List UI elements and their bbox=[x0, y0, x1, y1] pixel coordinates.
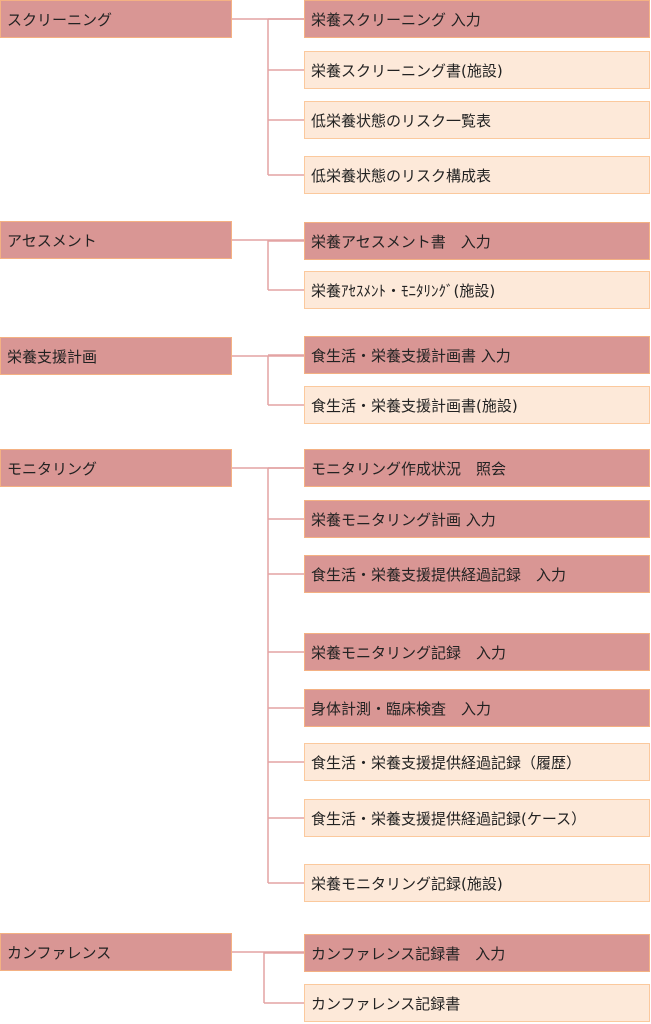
input-button-3-1[interactable]: 栄養モニタリング計画 入力 bbox=[304, 500, 650, 538]
report-button-2-1[interactable]: 食生活・栄養支援計画書(施設) bbox=[304, 386, 650, 424]
report-button-0-2[interactable]: 低栄養状態のリスク一覧表 bbox=[304, 101, 650, 139]
report-button-1-1[interactable]: 栄養ｱｾｽﾒﾝﾄ・ﾓﾆﾀﾘﾝｸﾞ(施設) bbox=[304, 271, 650, 309]
report-button-3-5[interactable]: 食生活・栄養支援提供経過記録（履歴） bbox=[304, 743, 650, 781]
report-button-4-1[interactable]: カンファレンス記録書 bbox=[304, 984, 650, 1022]
category-3: モニタリング bbox=[0, 449, 232, 487]
input-button-3-4[interactable]: 身体計測・臨床検査 入力 bbox=[304, 689, 650, 727]
category-1: アセスメント bbox=[0, 221, 232, 259]
input-button-3-3[interactable]: 栄養モニタリング記録 入力 bbox=[304, 633, 650, 671]
input-button-0-0[interactable]: 栄養スクリーニング 入力 bbox=[304, 0, 650, 38]
input-button-1-0[interactable]: 栄養アセスメント書 入力 bbox=[304, 222, 650, 260]
category-4: カンファレンス bbox=[0, 933, 232, 971]
input-button-2-0[interactable]: 食生活・栄養支援計画書 入力 bbox=[304, 336, 650, 374]
report-button-3-7[interactable]: 栄養モニタリング記録(施設) bbox=[304, 864, 650, 902]
report-button-0-3[interactable]: 低栄養状態のリスク構成表 bbox=[304, 156, 650, 194]
category-0: スクリーニング bbox=[0, 0, 232, 38]
input-button-4-0[interactable]: カンファレンス記録書 入力 bbox=[304, 934, 650, 972]
input-button-3-2[interactable]: 食生活・栄養支援提供経過記録 入力 bbox=[304, 555, 650, 593]
category-2: 栄養支援計画 bbox=[0, 337, 232, 375]
report-button-0-1[interactable]: 栄養スクリーニング書(施設) bbox=[304, 51, 650, 89]
report-button-3-6[interactable]: 食生活・栄養支援提供経過記録(ケース） bbox=[304, 799, 650, 837]
input-button-3-0[interactable]: モニタリング作成状況 照会 bbox=[304, 449, 650, 487]
